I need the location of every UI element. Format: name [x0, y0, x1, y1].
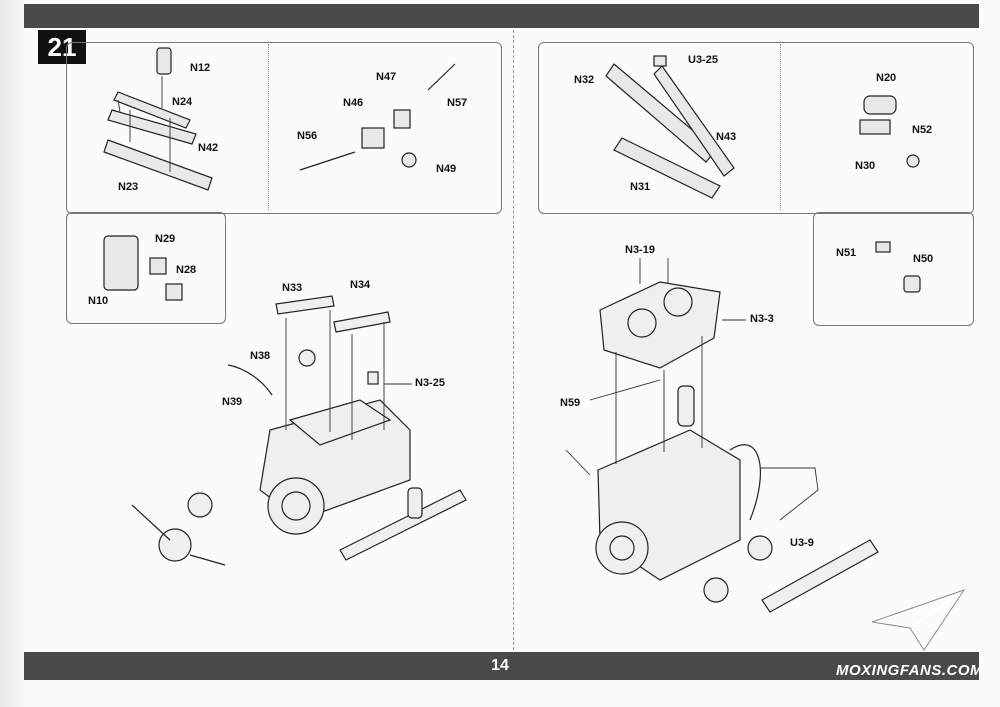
part-n29 — [149, 257, 167, 275]
label-n38: N38 — [250, 350, 271, 362]
panel-pump — [66, 212, 226, 324]
bottom-band — [24, 652, 979, 680]
label-n28: N28 — [176, 264, 197, 276]
label-n24: N24 — [172, 96, 193, 108]
label-n51: N51 — [836, 247, 857, 259]
watermark-text: MOXINGFANS.COM — [836, 662, 984, 679]
engine-right — [595, 281, 879, 613]
label-n46: N46 — [343, 97, 364, 109]
part-n56 — [299, 151, 356, 171]
label-n30: N30 — [855, 160, 876, 172]
part-n43 — [653, 65, 735, 177]
part-n32 — [605, 63, 717, 163]
engine-left — [131, 295, 467, 566]
label-n3-25: N3-25 — [415, 377, 445, 389]
part-n10 — [103, 235, 139, 291]
panel-cap — [813, 212, 974, 326]
label-n56: N56 — [297, 130, 318, 142]
part-n28 — [165, 283, 183, 301]
center-fold-line — [513, 30, 514, 650]
part-n50 — [903, 275, 921, 293]
part-n20 — [863, 95, 897, 115]
label-n33: N33 — [282, 282, 303, 294]
label-n3-19: N3-19 — [625, 244, 655, 256]
label-n20: N20 — [876, 72, 897, 84]
panel-exhaust-rails — [66, 42, 502, 214]
panel-radiator-pipe — [538, 42, 974, 214]
panel-divider — [268, 44, 269, 210]
part-n51 — [875, 241, 891, 253]
part-n49 — [401, 152, 417, 168]
page-number: 14 — [491, 657, 509, 674]
top-band — [24, 4, 979, 28]
label-n39: N39 — [222, 396, 243, 408]
leader-lines-left — [117, 76, 412, 440]
label-n29: N29 — [155, 233, 176, 245]
label-n10: N10 — [88, 295, 109, 307]
label-n57: N57 — [447, 97, 468, 109]
label-n32: N32 — [574, 74, 595, 86]
part-n52 — [906, 154, 920, 168]
page-edge — [0, 0, 24, 707]
label-n12: N12 — [190, 62, 211, 74]
label-n34: N34 — [350, 279, 371, 291]
part-n30 — [859, 119, 891, 135]
label-n42: N42 — [198, 142, 219, 154]
part-n42 — [113, 91, 191, 129]
part-n31 — [613, 137, 721, 199]
label-n31: N31 — [630, 181, 651, 193]
leader-lines-right — [565, 258, 819, 521]
part-n57 — [427, 63, 456, 91]
part-u3-25 — [653, 55, 667, 67]
label-n3-3: N3-3 — [750, 313, 774, 325]
part-n46 — [361, 127, 385, 149]
label-n47: N47 — [376, 71, 397, 83]
label-n52: N52 — [912, 124, 933, 136]
panel-divider — [780, 44, 781, 210]
label-n50: N50 — [913, 253, 934, 265]
label-n43: N43 — [716, 131, 737, 143]
label-n49: N49 — [436, 163, 457, 175]
part-n12 — [156, 47, 172, 75]
paper-plane-logo — [871, 587, 968, 653]
label-n59: N59 — [560, 397, 581, 409]
label-n23: N23 — [118, 181, 139, 193]
label-u3-9: U3-9 — [790, 537, 814, 549]
label-u3-25: U3-25 — [688, 54, 718, 66]
part-n47 — [393, 109, 411, 129]
part-n23 — [103, 139, 213, 191]
